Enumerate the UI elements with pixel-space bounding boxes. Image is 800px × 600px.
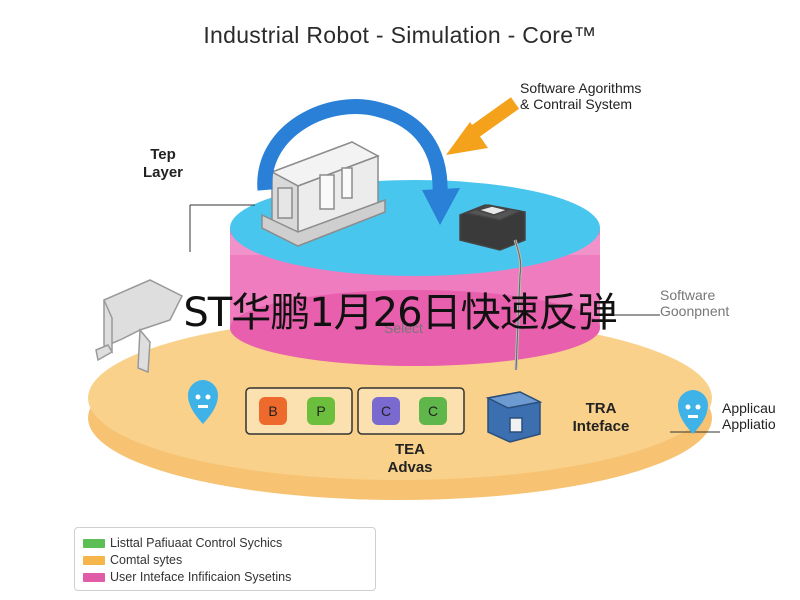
legend-label: Comtal sytes xyxy=(110,553,183,567)
top-layer-callout: Tep Layer xyxy=(128,146,198,182)
legend-label: Listtal Pafiuaat Control Sychics xyxy=(110,536,283,550)
application-line1: Applicau xyxy=(722,400,776,416)
block-b: B xyxy=(259,397,287,425)
select-label: Select xyxy=(384,320,423,336)
legend-item-comtal: Comtal sytes xyxy=(83,553,182,567)
application-callout: Applicau Appliatio xyxy=(722,400,800,432)
rotation-arrow-icon xyxy=(257,99,460,225)
legend-item-control: Listtal Pafiuaat Control Sychics xyxy=(83,536,282,550)
right-chip-icon xyxy=(678,390,708,434)
leader-lines xyxy=(189,204,720,433)
tra-interface-label: TRA Inteface xyxy=(556,400,646,436)
block-p: P xyxy=(307,397,335,425)
tea-line2: Advas xyxy=(387,459,433,476)
diagram-title: Industrial Robot - Simulation - Core™ xyxy=(203,22,597,48)
software-callout: Software Agorithms & Contrail System xyxy=(520,80,641,112)
legend-item-ui: User Inteface Infificaion Sysetins xyxy=(83,570,291,584)
tea-advas-label: TEA Advas xyxy=(370,441,450,477)
callout-arrow-icon xyxy=(446,97,520,155)
software-callout-line2: & Contrail System xyxy=(520,96,633,112)
robot-module-icon xyxy=(261,141,386,247)
software-callout-line1: Software Agorithms xyxy=(520,80,642,96)
legend-swatch-green xyxy=(83,539,105,549)
controller-icon xyxy=(459,204,526,251)
top-layer-line1: Tep xyxy=(150,146,176,163)
overlay-headline: ST华鹏1月26日快速反弹 xyxy=(183,290,617,336)
block-c1: C xyxy=(372,397,400,425)
legend-swatch-pink xyxy=(83,573,105,583)
top-layer-line2: Layer xyxy=(142,164,184,181)
tra-line1: TRA xyxy=(585,400,617,417)
tea-line1: TEA xyxy=(395,441,425,458)
legend-swatch-orange xyxy=(83,556,105,566)
tra-line2: Inteface xyxy=(572,418,630,435)
gripper-icon xyxy=(95,279,184,374)
software-component-line2: Goonpnent xyxy=(660,303,730,319)
legend-label: User Inteface Infificaion Sysetins xyxy=(110,570,292,584)
interface-device-icon xyxy=(485,391,543,443)
legend: Listtal Pafiuaat Control Sychics Comtal … xyxy=(74,527,376,591)
software-component-callout: Software Goonpnent xyxy=(660,287,729,319)
left-chip-icon xyxy=(188,380,218,424)
block-c2: C xyxy=(419,397,447,425)
software-component-line1: Software xyxy=(660,287,716,303)
application-line2: Appliatio xyxy=(722,416,776,432)
